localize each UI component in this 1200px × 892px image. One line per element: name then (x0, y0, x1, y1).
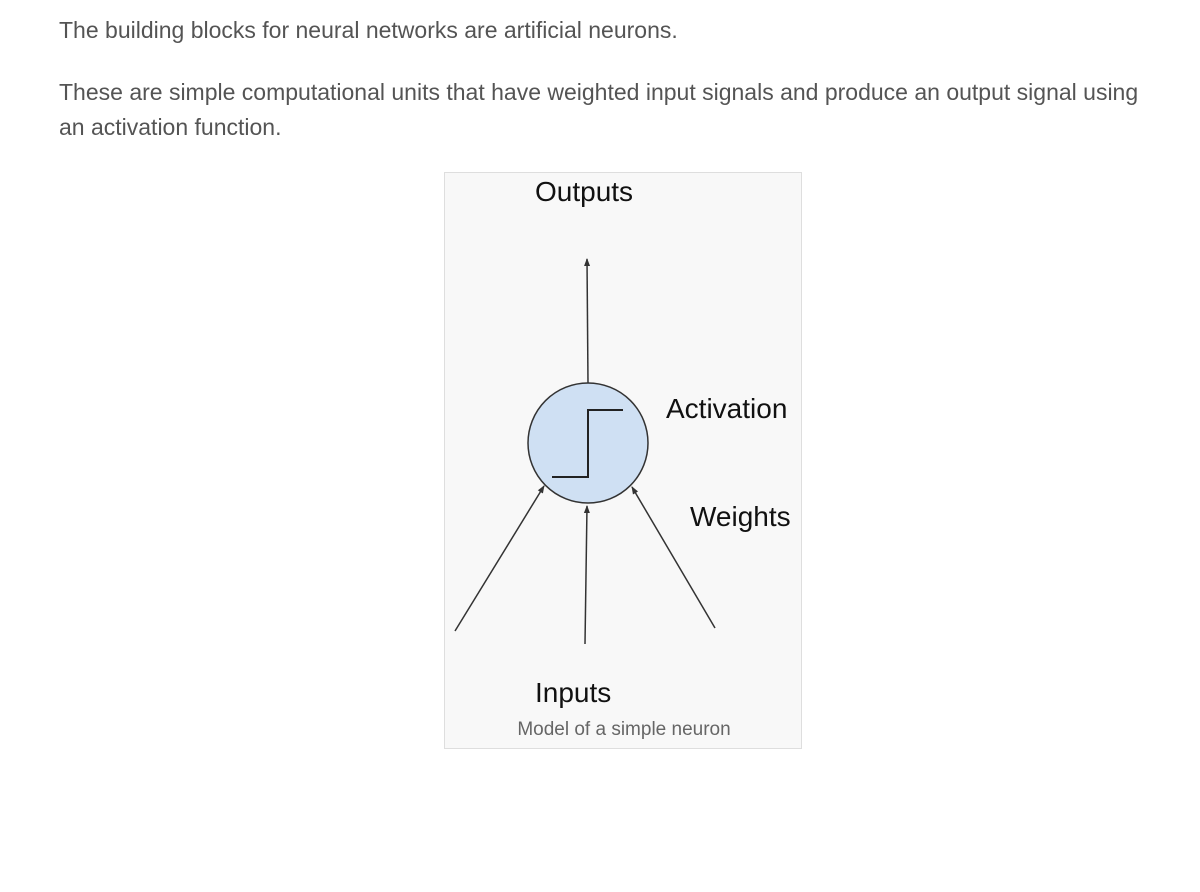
outputs-label: Outputs (535, 176, 634, 207)
intro-paragraph: The building blocks for neural networks … (59, 17, 678, 43)
figure-caption: Model of a simple neuron (517, 719, 731, 740)
weights-label: Weights (690, 501, 791, 532)
inputs-label: Inputs (535, 677, 612, 708)
description-paragraph: These are simple computational units tha… (59, 79, 1139, 140)
neuron-diagram (454, 258, 716, 645)
input-arrow-left (454, 485, 545, 632)
neuron-figure: Outputs Activation Weights Inputs Model … (444, 172, 802, 749)
activation-label: Activation (666, 393, 788, 424)
input-arrow-right (631, 486, 716, 629)
step-function-icon (552, 409, 623, 478)
output-arrow (584, 258, 591, 384)
input-arrow-middle (583, 505, 590, 645)
